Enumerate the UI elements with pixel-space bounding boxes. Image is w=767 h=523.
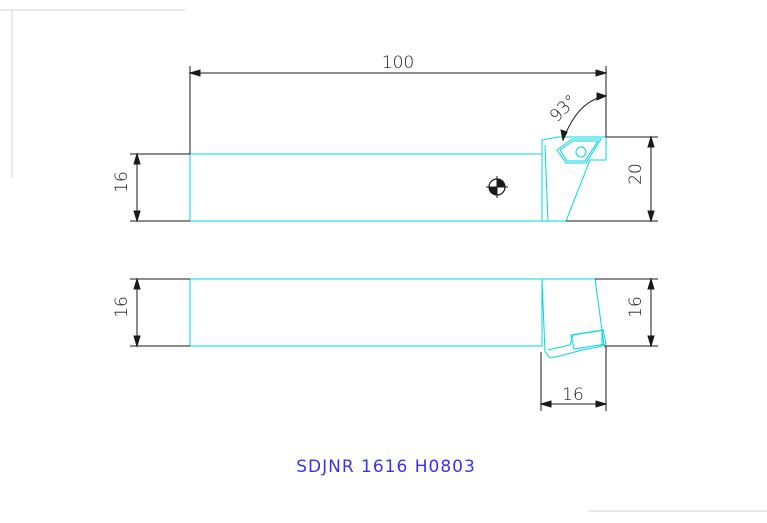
side-view: 16 16 16 bbox=[112, 277, 658, 411]
overall-length-label: 100 bbox=[382, 53, 414, 73]
insert-outline bbox=[559, 140, 599, 162]
head-height-label: 20 bbox=[626, 163, 646, 185]
quartered-circle-icon bbox=[486, 176, 508, 198]
dim-side-view-height-right bbox=[595, 277, 658, 348]
approach-angle-label: 93° bbox=[546, 91, 581, 126]
side-view-height-left-label: 16 bbox=[112, 296, 132, 318]
head-width-label: 16 bbox=[562, 385, 584, 405]
side-view-head-outline bbox=[541, 278, 607, 359]
tool-designation: SDJNR 1616 H0803 bbox=[296, 457, 476, 477]
dim-approach-angle bbox=[560, 92, 608, 142]
side-view-shank-outline bbox=[189, 278, 543, 347]
dim-top-view-height bbox=[130, 152, 190, 223]
top-view-head-outline bbox=[541, 136, 607, 222]
side-insert-outline bbox=[570, 329, 607, 350]
page-frame bbox=[0, 9, 767, 512]
top-view: 100 93° 16 20 bbox=[112, 53, 658, 223]
dim-head-height bbox=[566, 135, 658, 223]
dim-head-width bbox=[539, 346, 608, 411]
top-view-height-label: 16 bbox=[112, 171, 132, 193]
side-view-height-right-label: 16 bbox=[626, 296, 646, 318]
dim-overall-length bbox=[188, 66, 608, 154]
top-view-shank-outline bbox=[189, 153, 543, 222]
dim-side-view-height-left bbox=[130, 277, 190, 348]
